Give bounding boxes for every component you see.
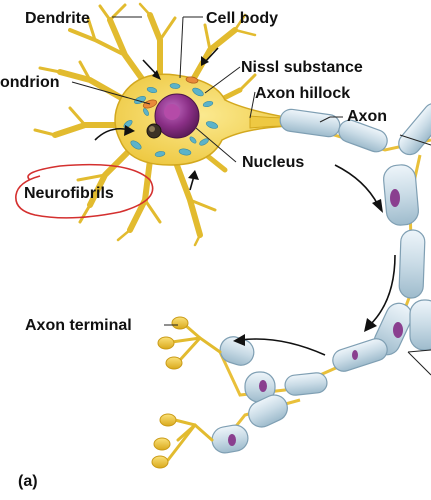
label-dendrite: Dendrite (25, 10, 90, 27)
label-axon: Axon (347, 108, 387, 125)
nucleolus-shape (164, 104, 180, 120)
label-mitochondrion: ondrion (0, 74, 60, 91)
myelin-sheath (211, 102, 431, 454)
panel-label: (a) (18, 473, 38, 490)
cell-body (114, 73, 291, 166)
label-nucleus: Nucleus (242, 154, 304, 171)
terminal-bulbs (151, 316, 189, 469)
label-neurofibrils: Neurofibrils (24, 185, 114, 202)
label-axon-hillock: Axon hillock (255, 85, 350, 102)
leader-lines (71, 16, 431, 376)
dendrites (33, 2, 257, 247)
label-nissl-substance: Nissl substance (241, 59, 363, 76)
flow-arrows (94, 47, 396, 356)
annotation-circle (15, 163, 154, 219)
label-cell-body: Cell body (206, 10, 278, 27)
label-axon-terminal: Axon terminal (25, 317, 132, 334)
schwann-nuclei (228, 189, 403, 446)
axon-terminals (166, 323, 222, 462)
